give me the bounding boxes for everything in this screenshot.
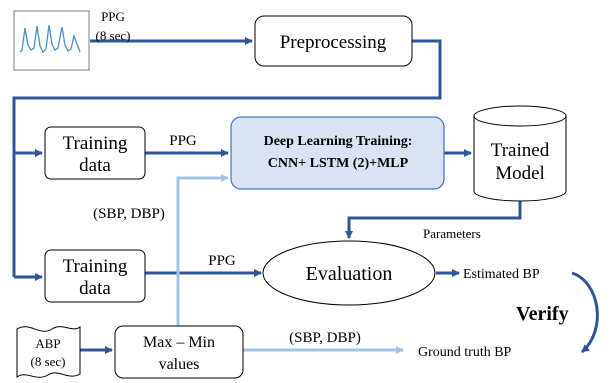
deep-learning-line2: CNN+ LSTM (2)+MLP — [268, 156, 409, 171]
edge-preprocessing-loop — [12, 39, 442, 277]
ppg-waveform-thumbnail — [13, 10, 90, 71]
label-ppg-to-dl: PPG — [169, 133, 197, 149]
label-verify: Verify — [516, 303, 569, 325]
trained-model-cylinder — [473, 105, 567, 202]
trained-model-line1: Trained — [491, 140, 550, 161]
training-data-box-1 — [44, 126, 146, 180]
abp-line2: (8 sec) — [30, 354, 65, 369]
evaluation-label: Evaluation — [306, 263, 393, 285]
max-min-line1: Max – Min — [143, 334, 215, 351]
ppg-input-sublabel: (8 sec) — [95, 28, 130, 43]
edge-model-to-evaluation — [345, 201, 522, 239]
evaluation-ellipse — [262, 240, 436, 306]
training-data-box-2 — [44, 249, 146, 303]
abp-document-shape — [16, 326, 81, 379]
label-ppg-to-eval: PPG — [208, 253, 236, 269]
max-min-box — [114, 325, 244, 379]
waveform-icon — [19, 24, 81, 54]
deep-learning-line1: Deep Learning Training: — [264, 134, 413, 149]
training-data-2-line1: Training — [63, 256, 128, 277]
label-sbp-dbp-bottom: (SBP, DBP) — [289, 330, 361, 346]
label-ground-truth-bp: Ground truth BP — [418, 345, 512, 360]
preprocessing-box — [254, 15, 413, 67]
edge-maxmin-to-dl — [176, 174, 229, 326]
ppg-input-label: PPG — [101, 9, 125, 24]
verify-arrow — [571, 271, 599, 354]
max-min-line2: values — [159, 356, 200, 373]
training-data-1-line1: Training — [63, 133, 128, 154]
preprocessing-label: Preprocessing — [280, 32, 387, 53]
training-data-1-line2: data — [79, 155, 111, 176]
abp-line1: ABP — [35, 336, 60, 351]
deep-learning-box — [230, 116, 445, 190]
trained-model-line2: Model — [495, 163, 545, 184]
label-sbp-dbp-left: (SBP, DBP) — [93, 206, 165, 222]
label-parameters: Parameters — [423, 226, 481, 241]
training-data-2-line2: data — [79, 278, 111, 299]
label-estimated-bp: Estimated BP — [463, 267, 540, 282]
